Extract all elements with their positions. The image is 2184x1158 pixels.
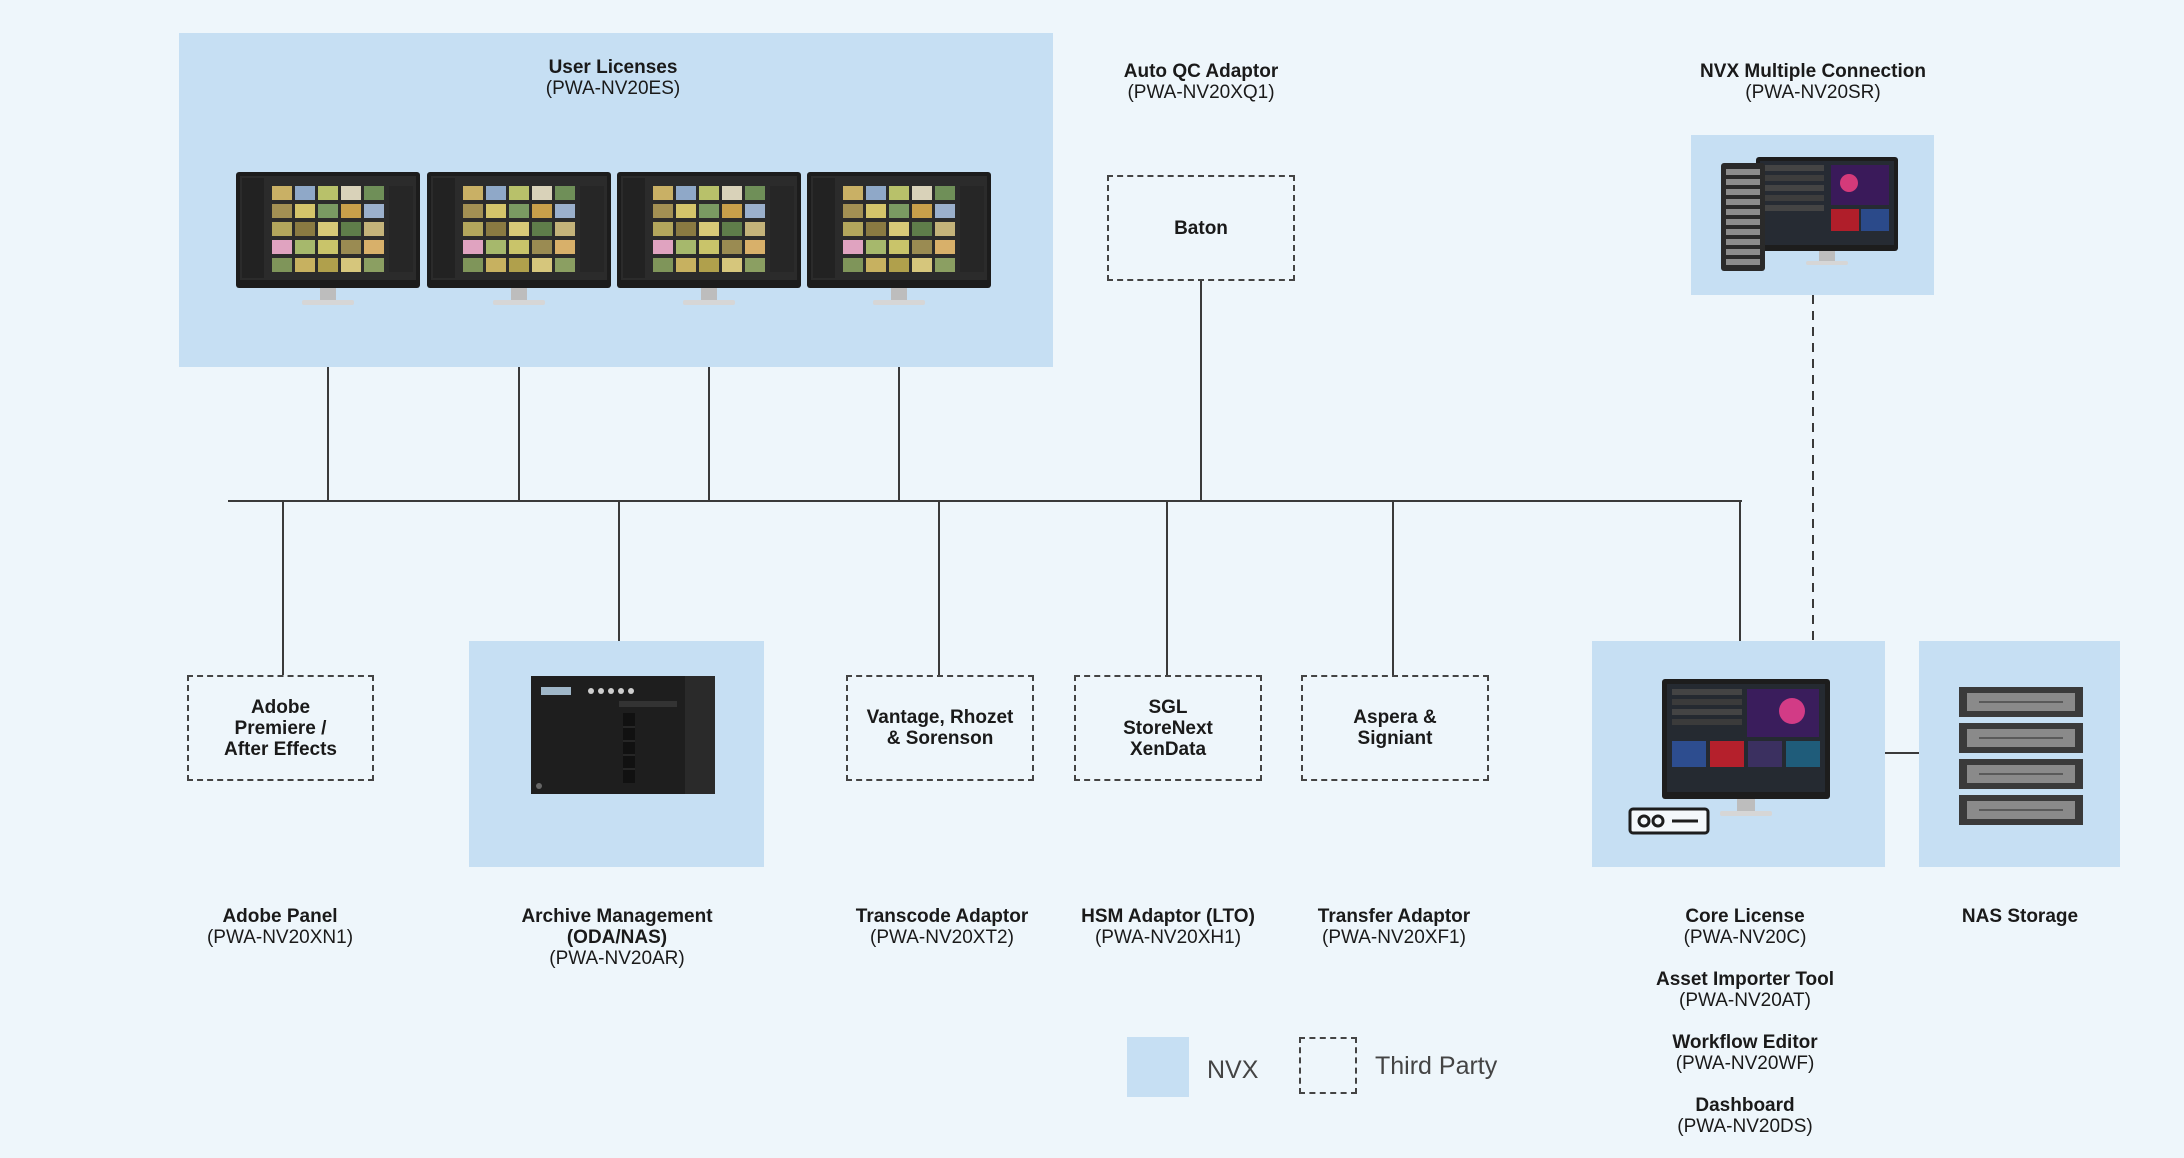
aspera-box: Aspera & Signiant: [1301, 675, 1489, 781]
asset-importer-title: Asset Importer Tool: [1655, 969, 1835, 990]
adobe-line3: After Effects: [224, 738, 337, 760]
nas-panel: [1919, 641, 2120, 867]
adobe-premiere-box: Adobe Premiere / After Effects: [187, 675, 374, 781]
dashboard-title: Dashboard: [1695, 1095, 1795, 1116]
rack-server-icon: [1721, 157, 1898, 271]
transfer-label: Transfer Adaptor (PWA-NV20XF1): [1318, 906, 1470, 948]
aspera-line1: Aspera &: [1353, 707, 1437, 728]
auto-qc-code: (PWA-NV20XQ1): [1127, 82, 1275, 103]
core-panel: [1592, 641, 1885, 867]
archive-panel: [469, 641, 764, 867]
user-licenses-code: (PWA-NV20ES): [545, 78, 681, 99]
media-player-icon: [1628, 807, 1710, 835]
sgl-box: SGL StoreNext XenData: [1074, 675, 1262, 781]
transfer-code: (PWA-NV20XF1): [1322, 927, 1466, 948]
nvx-multi-panel: [1691, 135, 1934, 295]
sgl-line2: StoreNext: [1123, 717, 1213, 739]
sgl-line1: SGL: [1148, 696, 1188, 718]
core-title: Core License: [1685, 906, 1805, 927]
archive-label: Archive Management (ODA/NAS) (PWA-NV20AR…: [521, 906, 712, 969]
asset-importer-code: (PWA-NV20AT): [1679, 990, 1811, 1011]
legend-nvx-swatch: [1127, 1037, 1189, 1097]
hsm-code: (PWA-NV20XH1): [1094, 927, 1242, 948]
workflow-editor-title: Workflow Editor: [1672, 1032, 1818, 1053]
aspera-line2: Signiant: [1357, 728, 1433, 749]
baton-box: Baton: [1107, 175, 1295, 281]
user-licenses-title: User Licenses: [548, 57, 678, 78]
nvx-multi-code: (PWA-NV20SR): [1745, 82, 1881, 103]
transcode-title: Transcode Adaptor: [855, 906, 1029, 927]
legend-third-party-label: Third Party: [1375, 1052, 1498, 1080]
transcode-code: (PWA-NV20XT2): [870, 927, 1014, 948]
adobe-panel-code: (PWA-NV20XN1): [206, 927, 354, 948]
nas-title: NAS Storage: [1961, 906, 2079, 927]
nas-storage-icon: [1959, 687, 2083, 825]
hsm-label: HSM Adaptor (LTO) (PWA-NV20XH1): [1081, 906, 1255, 948]
dashboard-code: (PWA-NV20DS): [1677, 1116, 1813, 1137]
auto-qc-label: Auto QC Adaptor (PWA-NV20XQ1): [1124, 61, 1278, 103]
user-licenses-label: User Licenses (PWA-NV20ES): [546, 57, 680, 99]
monitor-icon: [1662, 679, 1830, 816]
vantage-line1: Vantage, Rhozet: [866, 707, 1014, 728]
baton-label: Baton: [1174, 217, 1228, 239]
monitor-icon: [427, 172, 611, 305]
core-code: (PWA-NV20C): [1683, 927, 1807, 948]
core-labels: Core License (PWA-NV20C) Asset Importer …: [1656, 906, 1834, 1158]
workflow-editor-code: (PWA-NV20WF): [1675, 1053, 1815, 1074]
transfer-title: Transfer Adaptor: [1317, 906, 1471, 927]
monitor-icon: [617, 172, 801, 305]
archive-code: (PWA-NV20AR): [549, 948, 685, 969]
hsm-title: HSM Adaptor (LTO): [1081, 906, 1255, 927]
archive-server-icon: [531, 676, 715, 794]
monitor-icon: [807, 172, 991, 305]
archive-title1: Archive Management: [521, 906, 713, 927]
nas-label: NAS Storage: [1962, 906, 2078, 927]
transcode-label: Transcode Adaptor (PWA-NV20XT2): [856, 906, 1028, 948]
adobe-panel-label: Adobe Panel (PWA-NV20XN1): [207, 906, 353, 948]
adobe-line2: Premiere /: [234, 717, 327, 739]
legend-third-party-swatch: [1299, 1037, 1357, 1094]
monitor-icon: [236, 172, 420, 305]
nvx-multi-title: NVX Multiple Connection: [1700, 61, 1926, 82]
sgl-line3: XenData: [1129, 738, 1207, 760]
vantage-line2: & Sorenson: [886, 728, 994, 749]
adobe-panel-title: Adobe Panel: [222, 906, 338, 927]
auto-qc-title: Auto QC Adaptor: [1123, 61, 1279, 82]
legend-nvx-label: NVX: [1207, 1056, 1259, 1084]
nvx-multi-label: NVX Multiple Connection (PWA-NV20SR): [1700, 61, 1926, 103]
archive-title2: (ODA/NAS): [566, 927, 668, 948]
vantage-box: Vantage, Rhozet & Sorenson: [846, 675, 1034, 781]
adobe-line1: Adobe: [250, 696, 311, 718]
